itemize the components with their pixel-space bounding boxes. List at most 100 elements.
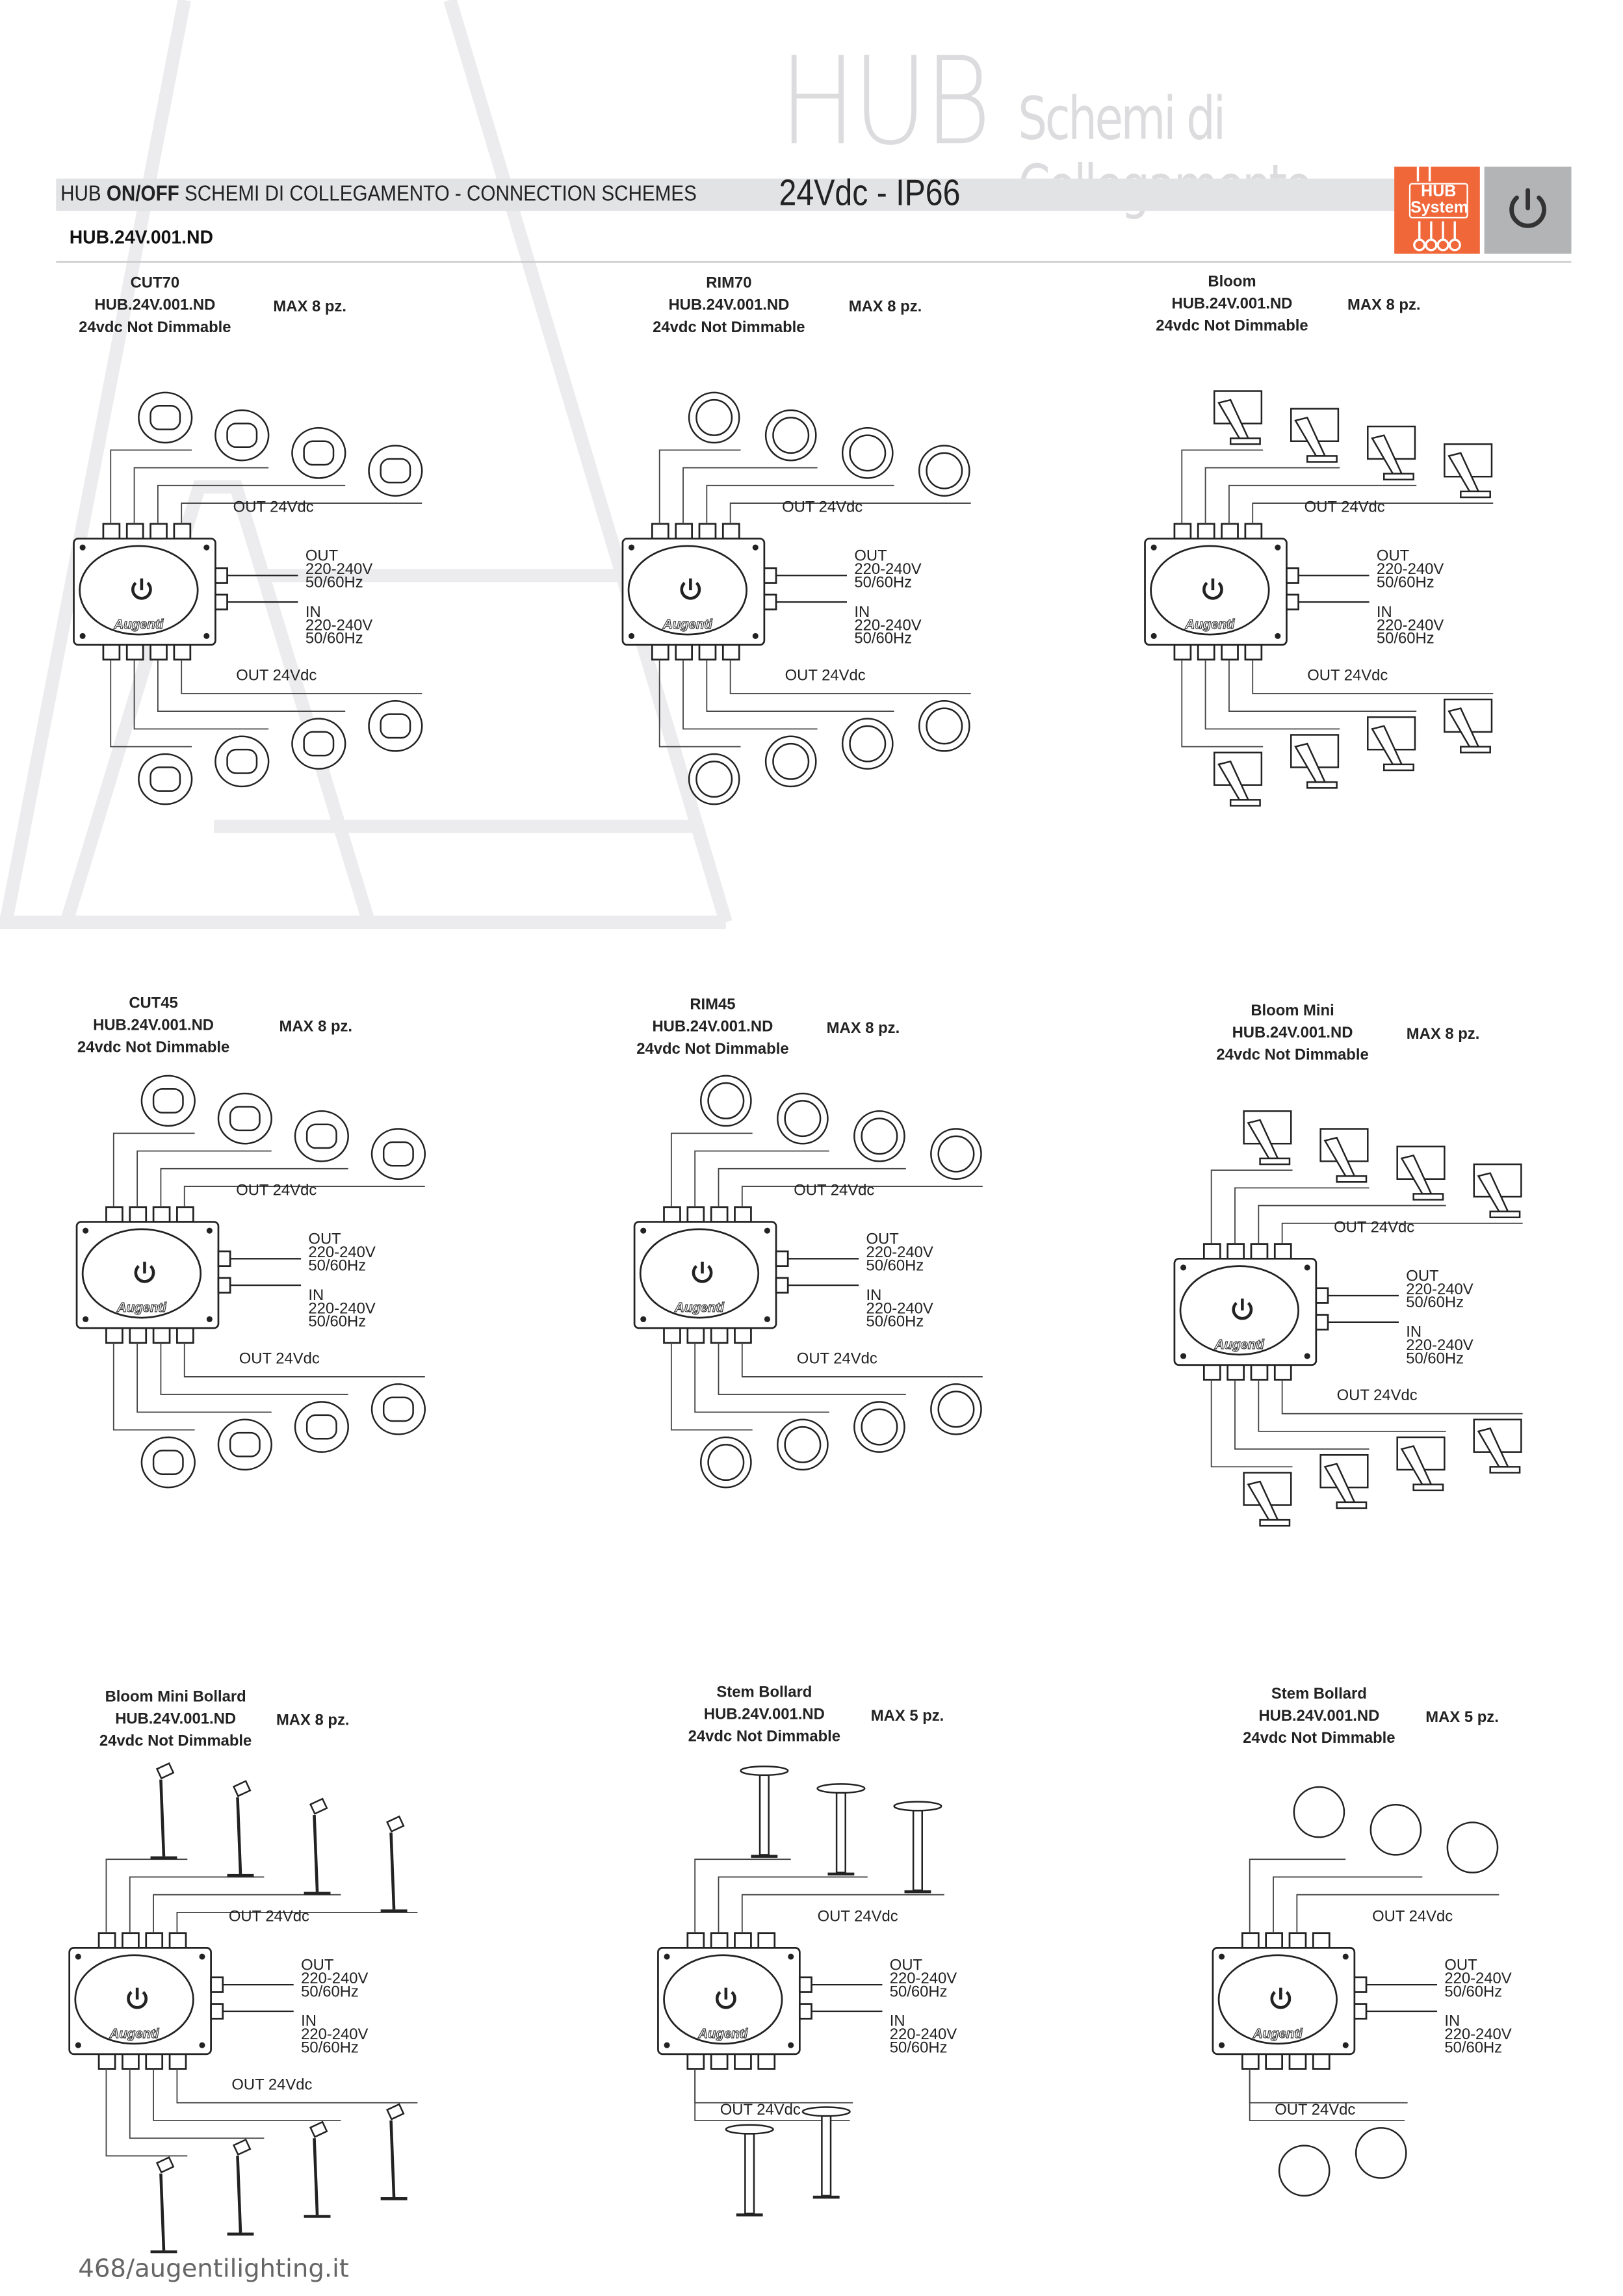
output-wire: [133, 467, 269, 524]
max-quantity: MAX 8 pz.: [279, 1018, 353, 1036]
output-wire: [729, 659, 971, 694]
output-wire: [181, 659, 422, 694]
lamp-lens: [861, 1408, 898, 1446]
lamp-body: [1355, 2127, 1407, 2179]
lamp-top: [930, 1128, 982, 1180]
title-bold: ON/OFF: [106, 183, 179, 207]
output-wire: [658, 449, 741, 524]
cable-gland: [686, 2053, 705, 2070]
hub-lid: [1179, 1265, 1299, 1356]
out-24vdc-label: OUT 24Vdc: [782, 499, 863, 516]
cable-gland: [176, 1327, 194, 1344]
output-wire: [157, 484, 346, 524]
cable-gland: [686, 1206, 705, 1223]
hub-box: Augenti: [73, 523, 298, 661]
frequency-label: 50/60Hz: [1406, 1350, 1464, 1367]
brand-logo: Augenti: [674, 1301, 725, 1315]
lamp-top: [841, 427, 894, 479]
lamp-bottom: [918, 700, 970, 752]
cable-gland: [122, 2053, 140, 2070]
cable-gland: [1241, 1932, 1260, 1949]
lamp-bottom: [1367, 716, 1416, 772]
screw: [629, 544, 635, 551]
voltage-label: 220-240V: [866, 1299, 933, 1317]
output-wire: [1252, 502, 1494, 524]
lamp-bottom: [1319, 1454, 1369, 1509]
voltage-label: 220-240V: [1444, 1970, 1511, 1987]
stem-top: [816, 1783, 866, 1794]
cable-gland: [102, 523, 121, 540]
lamp-top: [740, 1765, 789, 1858]
brand-logo: Augenti: [1184, 618, 1235, 632]
screw: [629, 633, 635, 639]
power-icon: [1202, 581, 1223, 600]
bollard-pole: [313, 1815, 319, 1892]
product-spec: 24vdc Not Dimmable: [1156, 317, 1308, 334]
cable-gland: [1197, 523, 1215, 540]
max-quantity: MAX 5 pz.: [871, 1707, 944, 1725]
output-wire: [105, 2068, 188, 2157]
spot-head: [1367, 716, 1416, 751]
power-gland: [798, 2003, 812, 2020]
cable-gland: [734, 1327, 752, 1344]
out-24vdc-label: OUT 24Vdc: [233, 499, 314, 516]
lamp-lens: [926, 452, 963, 489]
lamp-top: [1396, 1145, 1446, 1201]
bollard-pole: [389, 1833, 396, 1910]
output-wire: [694, 1342, 829, 1413]
product-name: RIM45: [690, 996, 735, 1013]
cable-gland: [149, 644, 168, 661]
lamp-lens: [152, 1450, 184, 1475]
power-gland: [217, 1250, 231, 1268]
lamp-bottom: [1396, 1436, 1446, 1491]
cable-gland: [105, 1206, 123, 1223]
frequency-label: 50/60Hz: [866, 1257, 924, 1274]
lamp-lens: [152, 1088, 184, 1114]
output-wire: [1181, 449, 1264, 524]
lamp-bottom: [304, 2120, 331, 2218]
output-wire: [718, 1168, 906, 1207]
lamp-lens: [784, 1426, 822, 1463]
lamp-top: [138, 391, 193, 444]
screw: [75, 1953, 81, 1960]
cable-gland: [721, 523, 740, 540]
power-gland: [217, 1277, 231, 1294]
frequency-label: 50/60Hz: [866, 1313, 924, 1331]
output-wire: [658, 659, 741, 748]
output-wire: [670, 1132, 753, 1207]
bollard-pole: [236, 2156, 242, 2233]
output-wire: [1228, 484, 1417, 524]
lamp-lens: [926, 707, 963, 745]
lamp-lens: [229, 1106, 261, 1132]
lamp-bottom: [294, 1401, 349, 1453]
power-gland: [1286, 567, 1299, 584]
product-name: Stem Bollard: [716, 1684, 812, 1701]
out-mains-label: OUT: [301, 1956, 334, 1974]
lamp-body: [1278, 2145, 1331, 2197]
output-wire: [1296, 1894, 1500, 1933]
output-wire: [718, 1876, 868, 1933]
product-code: HUB.24V.001.ND: [652, 1018, 773, 1036]
frequency-label: 50/60Hz: [1444, 2039, 1502, 2057]
output-wire: [670, 1342, 753, 1431]
hub-lid: [79, 545, 199, 636]
stem-pole: [821, 2115, 832, 2197]
out-24vdc-label: OUT 24Vdc: [818, 1908, 898, 1925]
hub-box: Augenti: [1144, 523, 1370, 661]
product-code: HUB.24V.001.ND: [115, 1710, 236, 1727]
output-wire: [1181, 659, 1264, 748]
cable-gland: [173, 523, 192, 540]
cable-gland: [1273, 1243, 1292, 1260]
lamp-top: [150, 1762, 177, 1860]
output-wire: [153, 2068, 341, 2121]
lamp-bottom: [1290, 734, 1340, 789]
cable-gland: [1265, 1932, 1283, 1949]
lamp-lens: [849, 434, 887, 472]
stem-pole: [835, 1792, 846, 1873]
cable-gland: [686, 1327, 705, 1344]
in-mains-label: IN: [301, 2013, 317, 2030]
power-gland: [775, 1277, 789, 1294]
